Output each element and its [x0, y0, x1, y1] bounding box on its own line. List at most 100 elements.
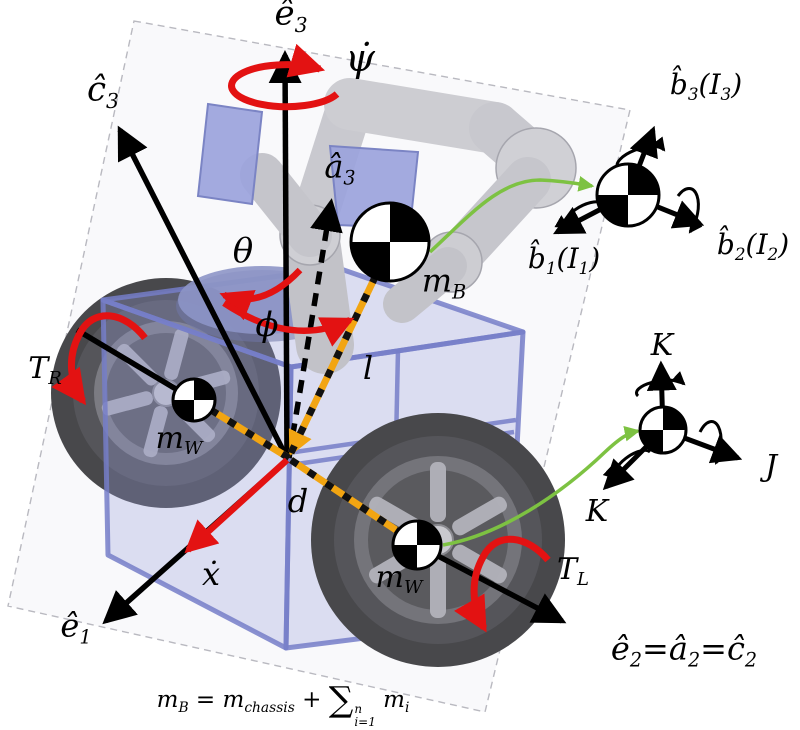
label-part: m [375, 559, 404, 595]
label-part: = [700, 629, 727, 668]
axis-c3 [117, 125, 290, 460]
label-part: 1 [578, 258, 590, 279]
label-x-dot: ẋ [202, 558, 220, 590]
label-part: ϕ [255, 305, 279, 345]
label-part: + [294, 687, 329, 714]
label-j: J [765, 452, 777, 482]
label-mass-body: mB [422, 265, 466, 302]
label-part: W [403, 577, 423, 599]
label-part: 2 [767, 244, 779, 265]
label-part: ĉ [86, 69, 107, 110]
label-b2-inertia: b̂2(I2) [717, 231, 789, 263]
label-part: θ [232, 231, 254, 271]
label-part: chassis [244, 699, 295, 716]
label-part: B [452, 280, 467, 304]
label-part: L [577, 569, 589, 591]
torque-arc-tr [51, 312, 148, 406]
label-distance-d: d [288, 485, 308, 517]
label-part: ĉ [726, 629, 745, 668]
label-part: 2 [734, 244, 746, 265]
label-part: K [650, 328, 674, 363]
axis-e2-axle-right [415, 542, 567, 624]
label-part: 2 [687, 648, 701, 672]
label-part: 2 [629, 648, 643, 672]
label-part: I [567, 242, 579, 276]
label-part: l [362, 349, 374, 387]
label-mass-wheel-left: mW [155, 420, 203, 460]
label-part: W [183, 438, 203, 460]
label-b3-inertia: b̂3(I3) [670, 71, 742, 103]
phi-arc [222, 300, 355, 347]
label-part: = [642, 629, 669, 668]
green-link-arrow-wheel [442, 425, 641, 547]
label-part: b̂ [716, 228, 735, 262]
label-part: ∑ [328, 680, 354, 721]
label-part: 3 [106, 88, 120, 113]
rotation-arc-b3 [615, 136, 666, 169]
label-e1-axis: ê1 [60, 610, 91, 647]
label-part: â [324, 147, 344, 186]
psi-rotation-arrow [228, 43, 340, 111]
label-part: = [188, 687, 223, 714]
label-part: m [375, 687, 405, 714]
label-psi-dot: ψ̇ [345, 39, 375, 77]
label-part: ( [745, 228, 757, 262]
label-part: ) [778, 228, 790, 262]
label-k-top: K [651, 331, 673, 361]
label-part: i [404, 699, 410, 716]
body-frame-inset [553, 125, 705, 235]
xdot-arrow [184, 457, 290, 554]
label-part: 3 [687, 84, 699, 105]
label-torque-right: TR [28, 350, 62, 390]
label-part: B [178, 699, 189, 716]
theta-arc [219, 267, 303, 321]
label-part: m [421, 261, 453, 300]
label-part: 1 [545, 258, 557, 279]
label-part: d [287, 482, 309, 520]
label-part: â [668, 629, 688, 668]
label-k-bottom: K [586, 497, 608, 527]
com-marker-mw-left [171, 377, 217, 423]
label-phi: ϕ [255, 308, 278, 342]
torque-arc-tl [454, 535, 551, 633]
label-part: b̂ [669, 68, 688, 102]
label-part: m [156, 687, 179, 714]
axis-e3 [268, 50, 302, 459]
com-marker-mw-right [391, 519, 443, 571]
label-theta: θ [233, 234, 253, 268]
label-part: T [28, 350, 49, 386]
label-part: ) [589, 242, 601, 276]
label-part: 3 [720, 84, 732, 105]
label-b1-inertia: b̂1(I1) [528, 245, 600, 277]
label-part: ) [731, 68, 743, 102]
label-part: J [764, 449, 778, 484]
label-part: 2 [744, 648, 758, 672]
label-part: ê [610, 629, 630, 668]
label-part: 3 [343, 166, 356, 190]
label-part: b̂ [527, 242, 546, 276]
rotation-arc-j [698, 420, 728, 465]
label-part: ẋ [201, 555, 221, 593]
label-part: R [48, 368, 62, 390]
label-e3-axis: ê3 [274, 0, 307, 35]
rotation-arc-k-bottom [602, 448, 652, 480]
label-mass-wheel-right: mW [375, 559, 423, 599]
rotation-arc-k-top [635, 371, 686, 398]
label-c3-axis: ĉ3 [87, 73, 119, 112]
label-part: ( [698, 68, 710, 102]
label-part: ê [60, 606, 80, 645]
label-length-l: l [363, 352, 373, 384]
label-part: I [709, 68, 721, 102]
label-part: m [155, 420, 184, 456]
label-e2-a2-c2-axis: ê2=â2=ĉ2 [611, 633, 757, 670]
wheel-frame-inset [602, 360, 743, 491]
label-part: 1 [79, 625, 92, 649]
green-link-arrow-body [428, 176, 595, 254]
label-part: ψ̇ [345, 36, 375, 80]
rotation-arc-b2 [676, 186, 703, 234]
com-marker-mb [349, 201, 431, 283]
